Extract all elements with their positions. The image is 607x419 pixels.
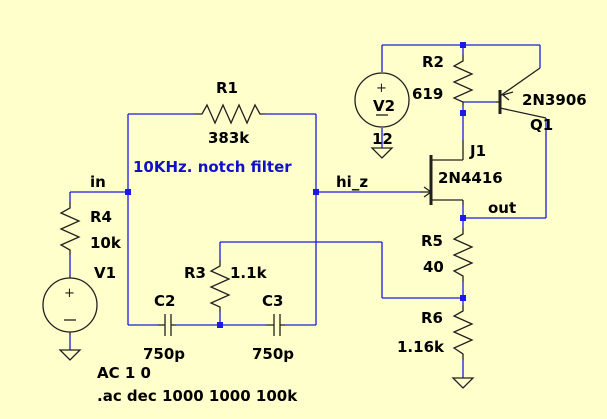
j1-model-label: 2N4416 xyxy=(438,169,503,187)
q1-model-label: 2N3906 xyxy=(522,91,587,109)
c3-name-label: C3 xyxy=(262,292,283,310)
r6-value-label: 1.16k xyxy=(397,338,445,356)
v2-value-label: 12 xyxy=(372,130,393,148)
spice-directive[interactable]: .ac dec 1000 1000 100k xyxy=(97,387,298,405)
ground-symbols xyxy=(58,147,475,389)
c3-value-label: 750p xyxy=(252,345,294,363)
junction-dots xyxy=(125,42,466,328)
jfet-j1[interactable] xyxy=(420,140,464,205)
transistor-q1[interactable] xyxy=(496,67,547,119)
c2-name-label: C2 xyxy=(154,292,175,310)
net-label-out: out xyxy=(488,199,516,217)
resistor-r2[interactable] xyxy=(452,55,474,105)
r2-name-label: R2 xyxy=(422,53,444,71)
capacitor-c3[interactable] xyxy=(267,314,285,336)
r4-value-label: 10k xyxy=(90,234,122,252)
v2-name-label: V2 xyxy=(373,97,395,115)
c2-value-label: 750p xyxy=(143,345,185,363)
net-label-hi-z: hi_z xyxy=(336,173,368,191)
r2-value-label: 619 xyxy=(412,85,443,103)
svg-text:+: + xyxy=(64,286,75,301)
r5-value-label: 40 xyxy=(423,258,444,276)
resistor-r1[interactable] xyxy=(195,103,265,125)
v1-name-label: V1 xyxy=(94,264,116,282)
resistor-r3[interactable] xyxy=(209,260,231,312)
capacitor-c2[interactable] xyxy=(158,314,176,336)
v1-value-label: AC 1 0 xyxy=(97,364,151,382)
r3-value-label: 1.1k xyxy=(230,264,268,282)
resistor-r5[interactable] xyxy=(452,228,474,282)
j1-name-label: J1 xyxy=(469,142,486,160)
resistor-r6[interactable] xyxy=(452,305,474,360)
filter-comment: 10KHz. notch filter xyxy=(133,158,292,176)
voltage-source-v1[interactable]: + xyxy=(42,275,98,335)
resistor-r4[interactable] xyxy=(59,202,81,255)
net-label-in: in xyxy=(90,173,106,191)
r3-name-label: R3 xyxy=(184,264,206,282)
svg-text:+: + xyxy=(376,81,387,96)
r1-name-label: R1 xyxy=(216,79,238,97)
r4-name-label: R4 xyxy=(90,208,112,226)
q1-name-label: Q1 xyxy=(530,116,553,134)
wires xyxy=(69,44,547,378)
r6-name-label: R6 xyxy=(421,309,443,327)
r5-name-label: R5 xyxy=(421,232,443,250)
voltage-source-v2[interactable]: + xyxy=(354,72,410,128)
r1-value-label: 383k xyxy=(208,129,250,147)
